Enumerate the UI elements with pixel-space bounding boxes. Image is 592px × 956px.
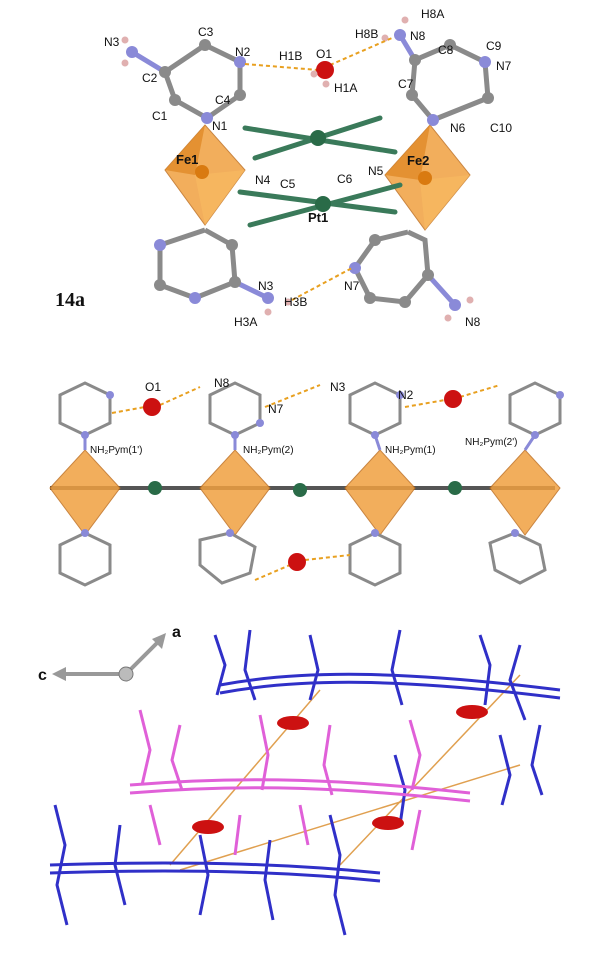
water-molecules-b	[143, 390, 462, 571]
atom-label-c9: C9	[486, 39, 502, 53]
atom-label-h8a: H8A	[421, 7, 444, 21]
hydrogen-bonds-a	[244, 37, 393, 301]
water-oxygen-o1	[316, 61, 334, 79]
atom-label-n1: N1	[212, 119, 228, 133]
fe-octahedra-chain	[49, 449, 561, 536]
water-molecules-c	[192, 705, 488, 834]
panel-c-packing: c a	[0, 615, 592, 951]
atom-label-fe1: Fe1	[176, 152, 198, 167]
atom-label-fe2: Fe2	[407, 153, 429, 168]
atom-label-n3-lower: N3	[258, 279, 274, 293]
atom-label-c8: C8	[438, 43, 454, 57]
fe2-octahedron	[384, 124, 471, 231]
fe-n-bonds	[83, 434, 537, 535]
compound-label: 14a	[55, 289, 85, 311]
panel-b-svg: O1 N8 N7 N3 N2 NH₂Pym(1') NH₂Pym(2) NH₂P…	[49, 376, 564, 587]
axis-label-c: c	[38, 667, 47, 684]
atom-label-h3a: H3A	[234, 315, 257, 329]
pyrimidine-upper-right-atoms	[381, 16, 494, 126]
atom-label-c2: C2	[142, 71, 158, 85]
atom-label-h1a: H1A	[334, 81, 357, 95]
label-o1: O1	[145, 380, 161, 394]
pink-layer	[129, 709, 471, 856]
atom-label-c5: C5	[280, 177, 296, 191]
atom-label-c1: C1	[152, 109, 168, 123]
label-n3: N3	[330, 380, 346, 394]
blue-columns-right	[393, 724, 544, 826]
unit-cell-edges	[169, 674, 521, 871]
atom-label-c6: C6	[337, 172, 353, 186]
label-n7: N7	[268, 402, 284, 416]
atom-label-c7: C7	[398, 77, 414, 91]
label-pym2-prime: NH₂Pym(2')	[465, 437, 517, 448]
atom-label-h1b: H1B	[279, 49, 302, 63]
atom-label-c3: C3	[198, 25, 214, 39]
pyrimidine-upper-left-atoms	[121, 36, 246, 124]
blue-layer-bottom	[49, 804, 381, 936]
atom-label-c10: C10	[490, 121, 512, 135]
atom-label-c4: C4	[215, 93, 231, 107]
panel-c-svg: c a	[38, 624, 561, 936]
label-n8: N8	[214, 376, 230, 390]
atom-label-pt1: Pt1	[308, 210, 328, 225]
atom-label-o1: O1	[316, 47, 332, 61]
panel-a-structure: N3 C3 N2 H1B O1 H8B H8A N8 C8 C9 N7 C2 C…	[0, 0, 592, 340]
panel-b-chain: O1 N8 N7 N3 N2 NH₂Pym(1') NH₂Pym(2) NH₂P…	[0, 355, 592, 610]
pt-atom-pt1	[315, 196, 331, 212]
label-n2: N2	[398, 388, 414, 402]
fe1-octahedron	[164, 124, 246, 226]
atom-label-n4: N4	[255, 173, 271, 187]
pt-atoms-chain	[148, 481, 462, 497]
panel-a-svg: N3 C3 N2 H1B O1 H8B H8A N8 C8 C9 N7 C2 C…	[55, 7, 512, 329]
label-pym2: NH₂Pym(2)	[243, 445, 294, 456]
atom-label-h8b: H8B	[355, 27, 378, 41]
blue-layer-top	[213, 629, 561, 721]
atom-label-n2: N2	[235, 45, 251, 59]
hydrogen-bonds-b	[111, 384, 501, 581]
label-pym1-prime: NH₂Pym(1')	[90, 445, 142, 456]
pyrimidine-lower-left	[157, 227, 270, 301]
axis-label-a: a	[172, 624, 181, 641]
axis-indicator	[52, 633, 166, 682]
atom-label-n6: N6	[450, 121, 466, 135]
atom-label-n3: N3	[104, 35, 120, 49]
pt-atom-upper	[310, 130, 326, 146]
atom-label-n8: N8	[410, 29, 426, 43]
atom-label-n7: N7	[496, 59, 512, 73]
atom-label-n8-lower: N8	[465, 315, 481, 329]
atom-label-n7-lower: N7	[344, 279, 360, 293]
pyrimidine-lower-right-atoms	[349, 234, 474, 322]
pyrimidine-lower-left-atoms	[154, 239, 292, 316]
label-pym1: NH₂Pym(1)	[385, 445, 436, 456]
atom-label-h3b: H3B	[284, 295, 307, 309]
atom-label-n5: N5	[368, 164, 384, 178]
